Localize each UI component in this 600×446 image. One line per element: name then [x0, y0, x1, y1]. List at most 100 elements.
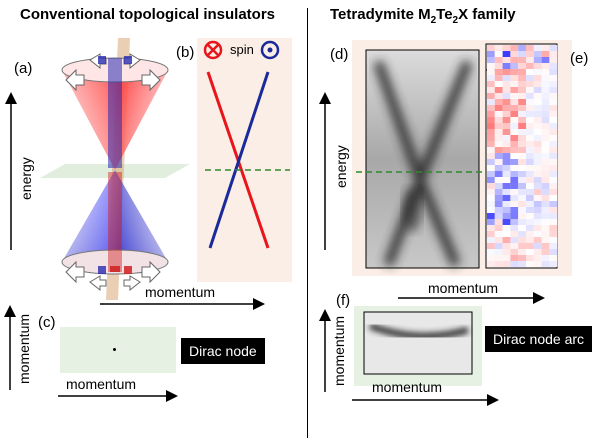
- heatmap-cell: [502, 207, 511, 213]
- heatmap-cell: [487, 57, 495, 63]
- heatmap-cell: [541, 45, 550, 51]
- heatmap-cell: [549, 51, 558, 57]
- heatmap-cell: [549, 177, 558, 183]
- heatmap-cell: [526, 195, 534, 201]
- momentum-label-right: momentum: [428, 280, 499, 296]
- heatmap-cell: [494, 153, 503, 159]
- heatmap-cell: [533, 231, 542, 237]
- right-title: Tetradymite M2Te2X family: [330, 6, 516, 26]
- heatmap-cell: [494, 45, 503, 51]
- heatmap-cell: [518, 123, 526, 129]
- heatmap-cell: [541, 183, 550, 189]
- heatmap-cell: [510, 183, 519, 189]
- heatmap-cell: [541, 237, 550, 243]
- heatmap-cell: [533, 81, 542, 87]
- heatmap-cell: [502, 237, 511, 243]
- right-title-sub1: 2: [430, 15, 437, 26]
- spin-label: spin: [230, 42, 254, 57]
- heatmap-cell: [502, 243, 511, 249]
- heatmap-cell: [541, 153, 550, 159]
- heatmap-cell: [533, 249, 542, 255]
- right-title-sub2: 2: [452, 15, 459, 26]
- heatmap-cell: [502, 201, 511, 207]
- heatmap-cell: [510, 69, 519, 75]
- heatmap-cell: [533, 165, 542, 171]
- heatmap-cell: [549, 159, 558, 165]
- heatmap-cell: [502, 75, 511, 81]
- heatmap-cell: [487, 45, 495, 51]
- dirac-node-dot: [113, 348, 116, 351]
- heatmap-cell: [494, 123, 503, 129]
- heatmap-cell: [541, 105, 550, 111]
- heatmap-cell: [510, 201, 519, 207]
- heatmap-cell: [526, 45, 534, 51]
- heatmap-cell: [526, 201, 534, 207]
- heatmap-cell: [502, 57, 511, 63]
- heatmap-cell: [502, 129, 511, 135]
- heatmap-cell: [487, 183, 495, 189]
- heatmap-cell: [549, 87, 558, 93]
- heatmap-cell: [533, 171, 542, 177]
- heatmap-cell: [526, 69, 534, 75]
- heatmap-cell: [502, 177, 511, 183]
- heatmap-cell: [541, 51, 550, 57]
- heatmap-cell: [510, 207, 519, 213]
- heatmap-cell: [502, 141, 511, 147]
- heatmap-cell: [533, 57, 542, 63]
- heatmap-cell: [518, 225, 526, 231]
- heatmap-cell: [526, 51, 534, 57]
- heatmap-cell: [533, 141, 542, 147]
- heatmap-cell: [494, 141, 503, 147]
- heatmap-cell: [494, 147, 503, 153]
- heatmap-cell: [518, 213, 526, 219]
- heatmap-cell: [494, 183, 503, 189]
- heatmap-cell: [518, 93, 526, 99]
- heatmap-cell: [510, 129, 519, 135]
- heatmap-cell: [510, 111, 519, 117]
- heatmap-cell: [541, 255, 550, 261]
- heatmap-cell: [549, 141, 558, 147]
- heatmap-cell: [549, 255, 558, 261]
- heatmap-cell: [487, 75, 495, 81]
- heatmap-cell: [487, 225, 495, 231]
- heatmap-cell: [549, 165, 558, 171]
- right-title-suffix: X family: [458, 6, 516, 23]
- heatmap-cell: [533, 153, 542, 159]
- heatmap-cell: [518, 207, 526, 213]
- heatmap-cell: [494, 237, 503, 243]
- heatmap-cell: [494, 81, 503, 87]
- heatmap-cell: [510, 159, 519, 165]
- heatmap-cell: [502, 153, 511, 159]
- heatmap-cell: [510, 123, 519, 129]
- heatmap-cell: [487, 153, 495, 159]
- heatmap-cell: [510, 237, 519, 243]
- heatmap-cell: [502, 255, 511, 261]
- heatmap-cell: [518, 177, 526, 183]
- heatmap-cell: [541, 201, 550, 207]
- heatmap-cell: [510, 171, 519, 177]
- heatmap-cell: [518, 237, 526, 243]
- heatmap-cell: [518, 75, 526, 81]
- heatmap-cell: [541, 243, 550, 249]
- heatmap-cell: [494, 225, 503, 231]
- heatmap-cell: [533, 255, 542, 261]
- heatmap-cell: [487, 201, 495, 207]
- heatmap-cell: [518, 51, 526, 57]
- heatmap-cell: [510, 45, 519, 51]
- heatmap-cell: [510, 243, 519, 249]
- heatmap-cell: [526, 183, 534, 189]
- heatmap-cell: [518, 183, 526, 189]
- heatmap-cell: [518, 111, 526, 117]
- heatmap-cell: [549, 81, 558, 87]
- heatmap-cell: [510, 117, 519, 123]
- heatmap-cell: [502, 87, 511, 93]
- heatmap-cell: [526, 237, 534, 243]
- heatmap-cell: [549, 45, 558, 51]
- heatmap-cell: [502, 183, 511, 189]
- heatmap-cell: [494, 189, 503, 195]
- heatmap-cell: [526, 189, 534, 195]
- heatmap-cell: [494, 75, 503, 81]
